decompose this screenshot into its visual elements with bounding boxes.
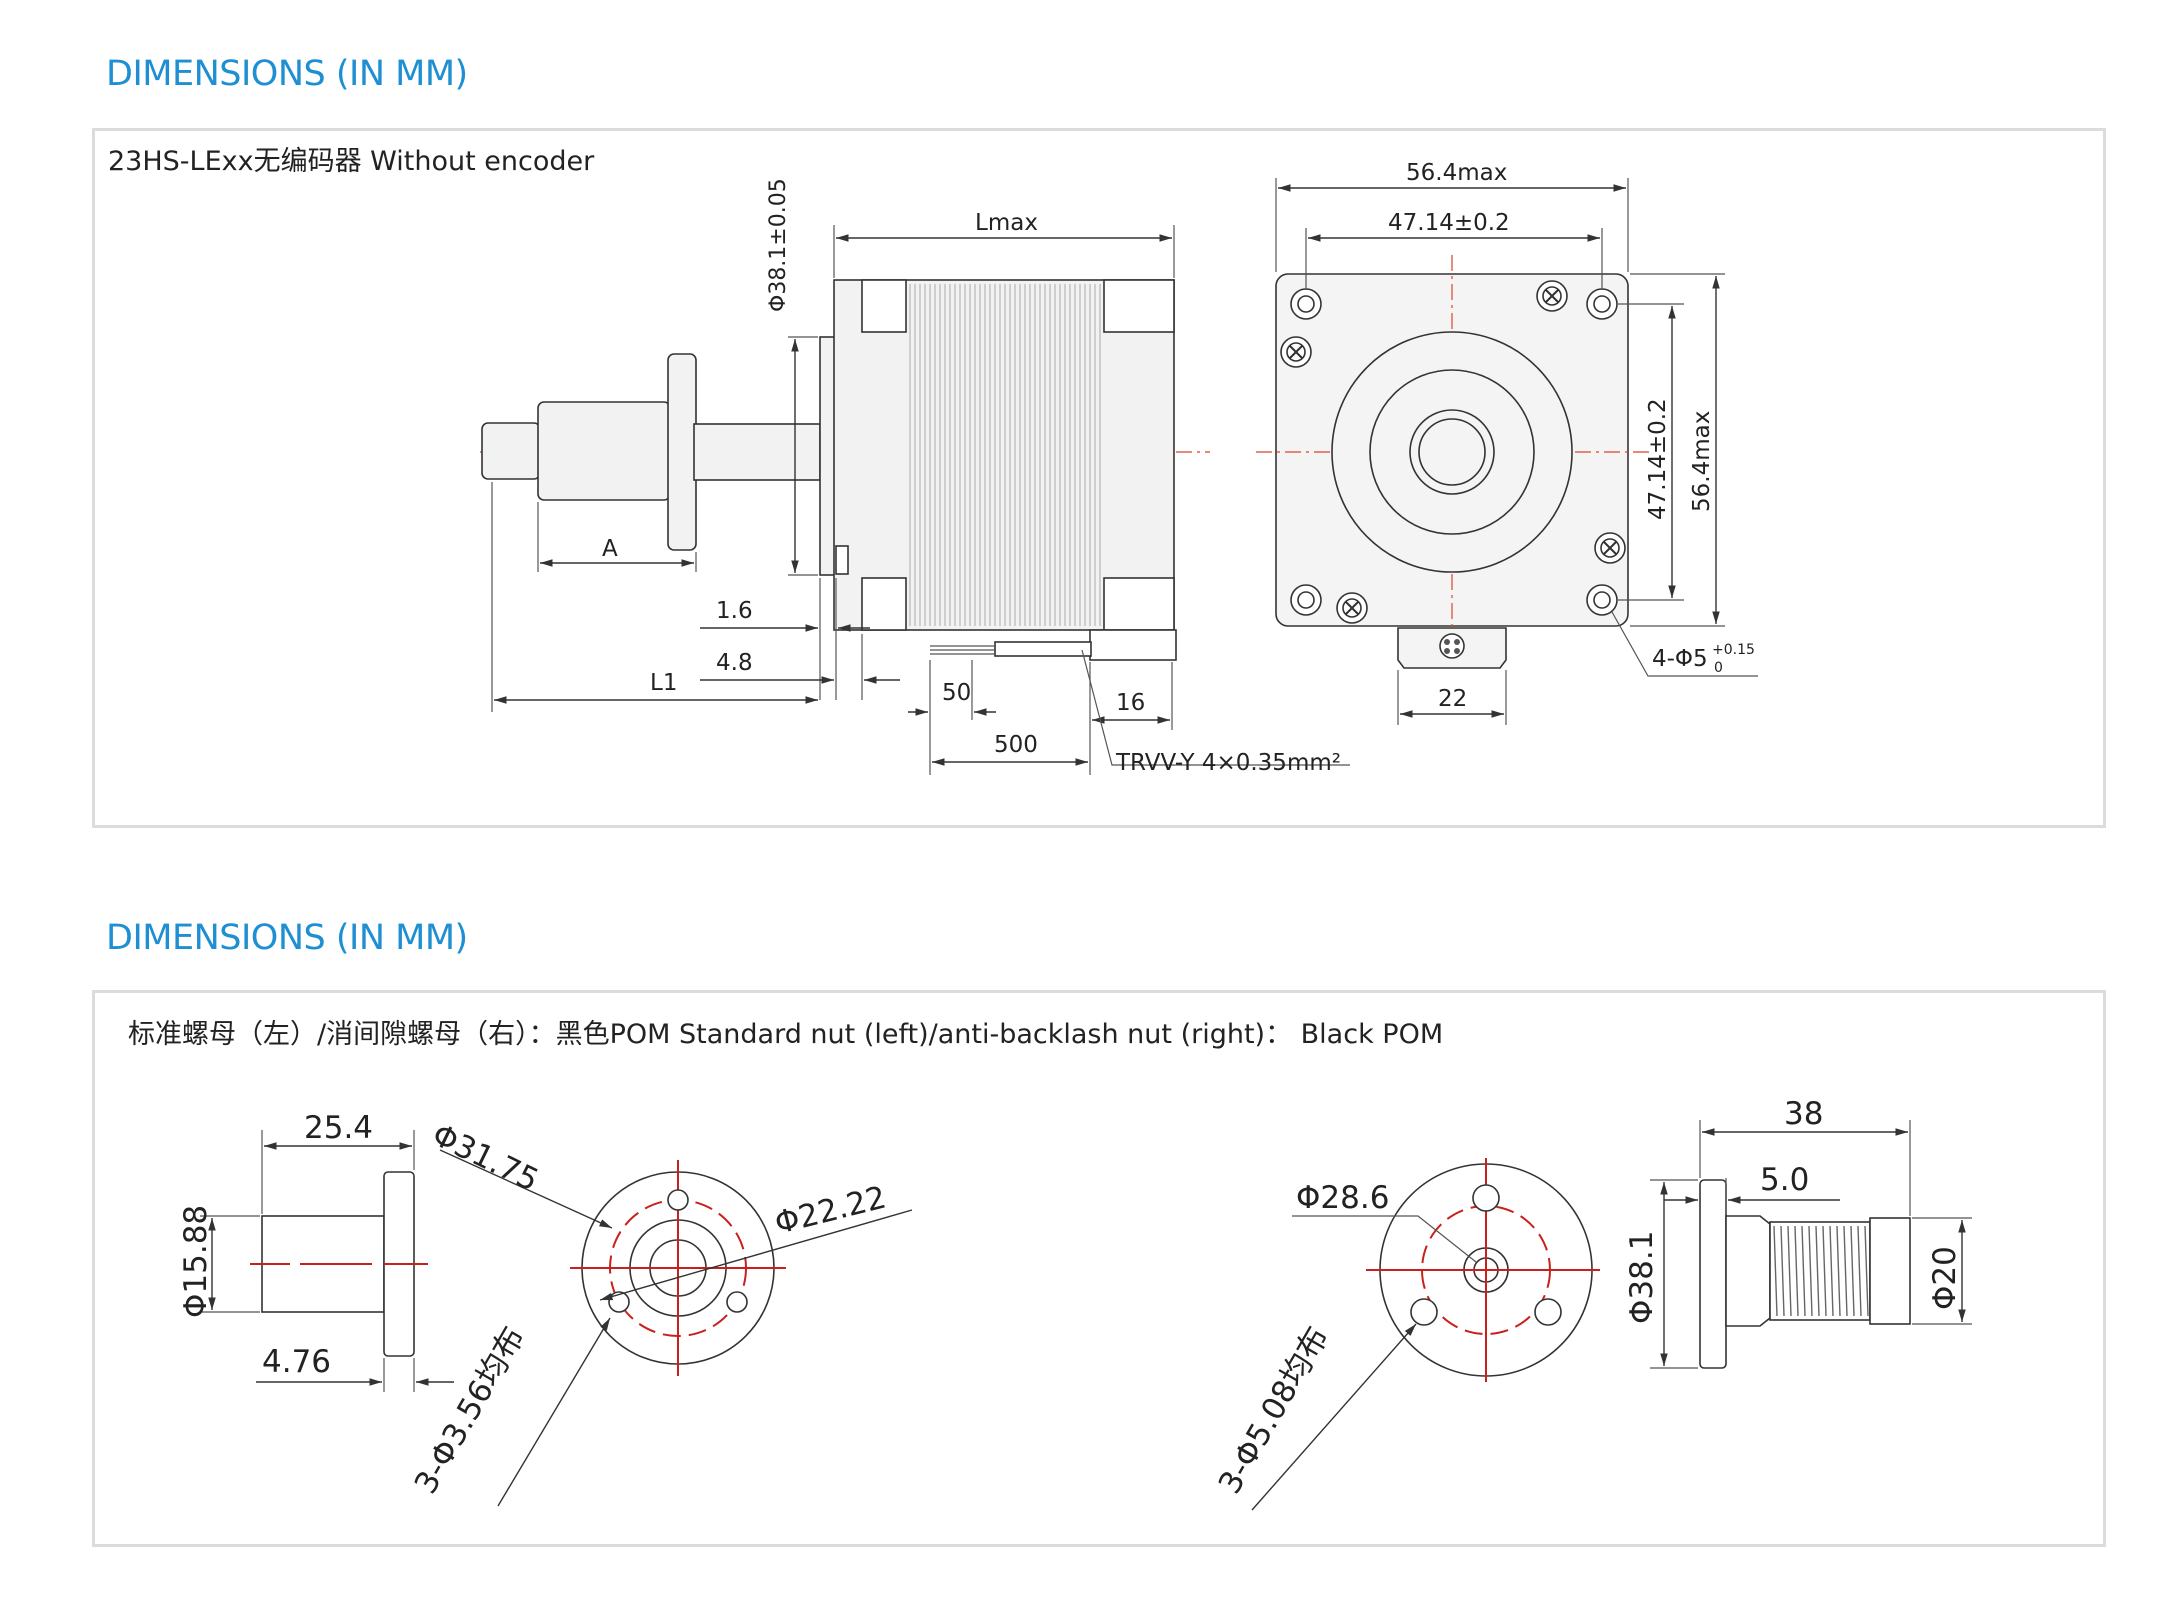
dim-4-8: 4.8 <box>716 650 753 676</box>
abn-flange-thickness: 5.0 <box>1760 1162 1809 1198</box>
dim-lmax: Lmax <box>975 210 1038 236</box>
cable-spec: TRVV-Y 4×0.35mm² <box>1115 750 1341 776</box>
screw-1 <box>1280 336 1312 368</box>
abn-holes: 3-Φ5.08均布 <box>1212 1321 1336 1500</box>
antibacklash-nut-side-view: 38 5.0 Φ38.1 Φ20 <box>1624 1096 1972 1369</box>
nut-length: 25.4 <box>304 1110 373 1146</box>
section-2-heading: DIMENSIONS (IN MM) <box>106 918 468 958</box>
dim-l1: L1 <box>650 670 677 696</box>
dim-16: 16 <box>1116 690 1145 716</box>
dim-height-holes: 47.14±0.2 <box>1645 398 1671 520</box>
dim-50: 50 <box>942 680 971 706</box>
dim-height-max: 56.4max <box>1689 411 1715 512</box>
abn-pcd: Φ28.6 <box>1296 1180 1389 1216</box>
nut-holes: 3-Φ3.56均布 <box>408 1321 532 1500</box>
standard-nut-side-view: 25.4 Φ15.88 4.76 <box>178 1110 454 1392</box>
screw-4 <box>1336 592 1368 624</box>
dim-connector-22: 22 <box>1438 686 1467 712</box>
motor-front-view <box>1256 255 1650 669</box>
section-1-heading: DIMENSIONS (IN MM) <box>106 54 468 94</box>
section-2-subtitle: 标准螺母（左）/消间隙螺母（右）：黑色POM Standard nut (lef… <box>128 1019 1443 1050</box>
abn-flange-diameter: Φ38.1 <box>1624 1231 1660 1324</box>
nut-flange-thickness: 4.76 <box>262 1344 331 1380</box>
dim-phi38: Φ38.1±0.05 <box>766 178 791 312</box>
dim-a: A <box>602 536 618 562</box>
screw-2 <box>1536 280 1568 312</box>
antibacklash-nut-front-view: Φ28.6 3-Φ5.08均布 <box>1212 1158 1600 1511</box>
standard-nut-front-view: Φ31.75 Φ22.22 3-Φ3.56均布 <box>408 1117 913 1507</box>
dim-width-holes: 47.14±0.2 <box>1388 210 1510 236</box>
front-view-dimensions: 56.4max 47.14±0.2 47.14±0.2 56.4max 22 4… <box>1275 160 1758 725</box>
dim-hole-spec: 4-Φ5 <box>1652 646 1708 672</box>
dim-width-max: 56.4max <box>1406 160 1507 186</box>
abn-length: 38 <box>1784 1096 1823 1132</box>
dim-500: 500 <box>994 732 1038 758</box>
side-view-dimensions: Lmax Φ38.1±0.05 A 1.6 4.8 L1 50 <box>491 178 1350 776</box>
nut-pcd: Φ22.22 <box>771 1179 890 1241</box>
dim-1-6: 1.6 <box>716 598 753 624</box>
section-1-subtitle: 23HS-LExx无编码器 Without encoder <box>108 146 595 177</box>
nut-flange-diameter: Φ31.75 <box>426 1117 543 1199</box>
dim-hole-tol-up: +0.15 <box>1712 642 1755 658</box>
motor-side-view <box>480 279 1210 661</box>
dim-hole-tol-dn: 0 <box>1714 660 1723 676</box>
abn-body-diameter: Φ20 <box>1927 1246 1963 1310</box>
screw-3 <box>1594 532 1626 564</box>
nut-body-diameter: Φ15.88 <box>178 1205 214 1318</box>
